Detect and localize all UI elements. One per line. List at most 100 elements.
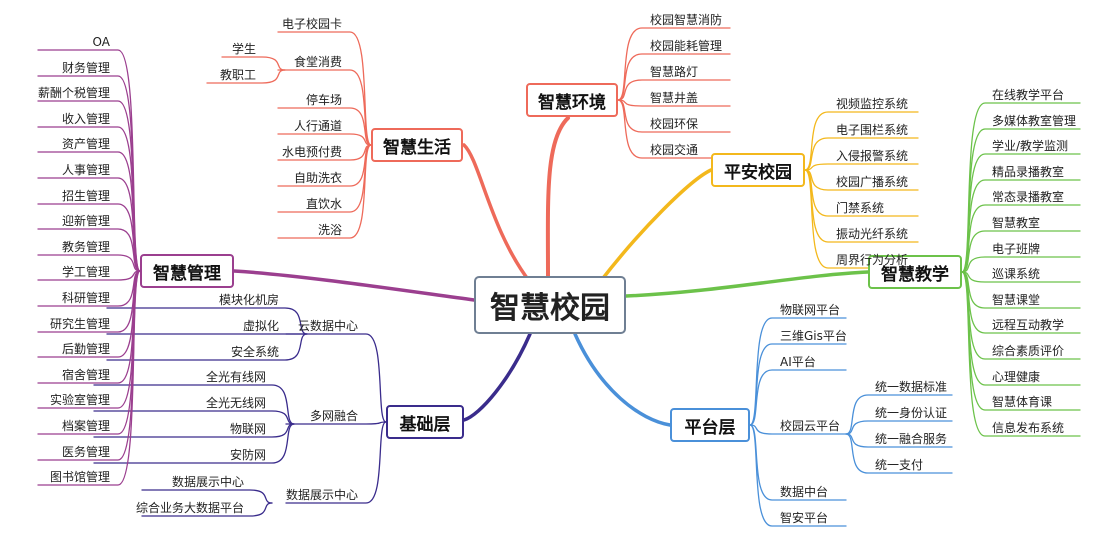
life-item[interactable]: 电子校园卡 [281,17,342,31]
teaching-item[interactable]: 精品录播教室 [992,165,1065,179]
platform-item[interactable]: AI平台 [780,355,816,369]
mgmt-item[interactable]: 图书馆管理 [49,470,110,484]
connector [749,343,847,426]
cloud-child[interactable]: 统一融合服务 [875,432,948,446]
mgmt-item[interactable]: 教务管理 [61,240,110,254]
mgmt-item[interactable]: 科研管理 [61,291,110,305]
connector [749,424,847,435]
base-child[interactable]: 数据展示中心 [171,475,244,489]
base-group[interactable]: 多网融合 [309,409,358,423]
base-child[interactable]: 模块化机房 [218,293,279,307]
life-item[interactable]: 停车场 [305,93,342,107]
teaching-item[interactable]: 信息发布系统 [992,421,1065,435]
env-item[interactable]: 校园智慧消防 [650,13,723,27]
cloud-child[interactable]: 统一身份认证 [875,406,948,420]
env-item[interactable]: 校园能耗管理 [650,39,723,53]
connector [845,433,953,474]
teaching-item[interactable]: 学业/教学监测 [992,139,1069,153]
mgmt-item[interactable]: 学工管理 [61,265,110,279]
env-item[interactable]: 校园环保 [650,117,699,131]
teaching-item[interactable]: 多媒体教室管理 [992,114,1077,128]
safety-item[interactable]: 振动光纤系统 [836,227,909,241]
base-child[interactable]: 虚拟化 [242,319,279,333]
mgmt-item[interactable]: 后勤管理 [61,342,110,356]
mgmt-item[interactable]: 收入管理 [61,112,110,126]
mgmt-item[interactable]: 宿舍管理 [61,368,110,382]
branch-mgmt[interactable]: 智慧管理 [140,254,234,288]
connector [462,332,532,422]
safety-item[interactable]: 门禁系统 [836,201,885,215]
base-child[interactable]: 综合业务大数据平台 [135,501,244,515]
root-node[interactable]: 智慧校园 [474,276,626,334]
mgmt-item[interactable]: 迎新管理 [61,214,110,228]
env-item[interactable]: 智慧井盖 [650,91,699,105]
safety-item[interactable]: 电子围栏系统 [836,123,909,137]
teaching-item[interactable]: 智慧体育课 [992,395,1053,409]
safety-item[interactable]: 校园广播系统 [836,175,909,189]
base-child[interactable]: 全光无线网 [205,396,266,410]
platform-item[interactable]: 校园云平台 [780,419,841,433]
mgmt-item[interactable]: OA [92,35,110,49]
platform-item[interactable]: 数据中台 [780,485,829,499]
mgmt-item[interactable]: 医务管理 [61,445,110,459]
platform-item[interactable]: 智安平台 [780,511,829,525]
connector [141,489,273,504]
mgmt-item[interactable]: 薪酬个税管理 [37,86,110,100]
teaching-item[interactable]: 巡课系统 [992,267,1041,281]
mgmt-item[interactable]: 实验室管理 [49,393,110,407]
branch-base[interactable]: 基础层 [386,405,464,439]
connector [93,384,295,425]
life-item[interactable]: 洗浴 [317,223,342,237]
teaching-item[interactable]: 智慧教室 [992,216,1041,230]
life-item[interactable]: 直饮水 [305,197,342,211]
safety-item[interactable]: 视频监控系统 [836,97,909,111]
teaching-item[interactable]: 心理健康 [992,370,1041,384]
teaching-item[interactable]: 电子班牌 [992,242,1041,256]
connector [221,56,286,71]
mgmt-item[interactable]: 研究生管理 [49,317,110,331]
env-item[interactable]: 校园交通 [650,143,699,157]
base-group[interactable]: 数据展示中心 [285,488,358,502]
connector [141,502,273,517]
base-child[interactable]: 安防网 [229,448,266,462]
life-item[interactable]: 自助洗衣 [293,171,342,185]
mgmt-item[interactable]: 招生管理 [61,189,110,203]
life-item[interactable]: 水电预付费 [281,145,342,159]
cloud-child[interactable]: 统一支付 [875,458,924,472]
canteen-child[interactable]: 教职工 [219,68,256,82]
branch-env[interactable]: 智慧环境 [526,83,618,117]
base-child[interactable]: 全光有线网 [205,370,266,384]
teaching-item[interactable]: 常态录播教室 [992,190,1065,204]
base-child[interactable]: 物联网 [229,422,266,436]
safety-item[interactable]: 周界行为分析 [836,253,909,267]
connector [617,27,731,101]
connector [961,271,1081,437]
life-item[interactable]: 食堂消费 [293,55,342,69]
platform-item[interactable]: 三维Gis平台 [780,329,847,343]
mgmt-item[interactable]: 资产管理 [61,137,110,151]
connector [277,107,372,146]
life-item[interactable]: 人行通道 [293,119,342,133]
branch-teaching[interactable]: 智慧教学 [868,255,962,289]
env-item[interactable]: 智慧路灯 [650,65,699,79]
connector [749,369,847,426]
mgmt-item[interactable]: 财务管理 [61,61,110,75]
canteen-child[interactable]: 学生 [231,42,256,56]
branch-safety[interactable]: 平安校园 [711,153,805,187]
branch-platform[interactable]: 平台层 [670,408,750,442]
platform-item[interactable]: 物联网平台 [780,303,841,317]
safety-item[interactable]: 入侵报警系统 [836,149,909,163]
connector [617,99,731,159]
teaching-item[interactable]: 智慧课堂 [992,293,1041,307]
connector [845,394,953,435]
cloud-child[interactable]: 统一数据标准 [875,380,948,394]
teaching-item[interactable]: 远程互动教学 [992,318,1065,332]
teaching-item[interactable]: 综合素质评价 [992,344,1065,358]
base-child[interactable]: 安全系统 [230,345,279,359]
mgmt-item[interactable]: 人事管理 [61,163,110,177]
connector [37,254,141,272]
mgmt-item[interactable]: 档案管理 [61,419,110,433]
teaching-item[interactable]: 在线教学平台 [992,88,1065,102]
base-group[interactable]: 云数据中心 [297,319,358,333]
branch-life[interactable]: 智慧生活 [371,128,463,162]
